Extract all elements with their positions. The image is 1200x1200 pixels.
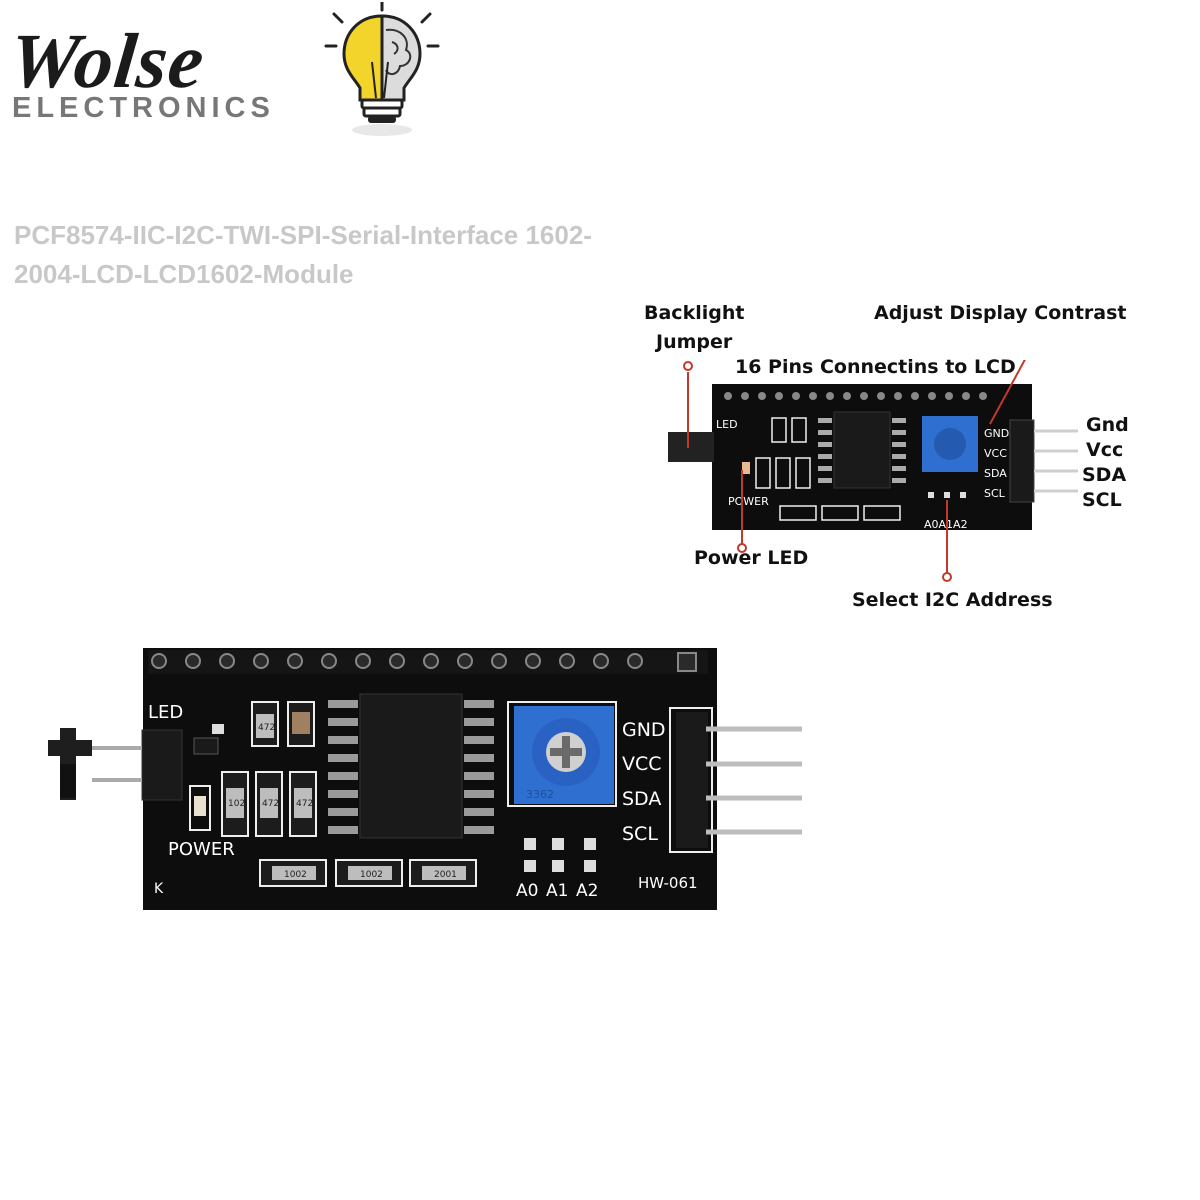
silk-k: K [154, 881, 164, 897]
callout-backlight-line2: Jumper [656, 331, 733, 353]
svg-text:POWER: POWER [728, 495, 769, 508]
callout-power-led: Power LED [694, 547, 809, 569]
callout-adjust-contrast: Adjust Display Contrast [874, 302, 1127, 324]
address-pads [524, 838, 596, 872]
silk-led: LED [148, 702, 183, 723]
pot-marking: 3362 [526, 788, 554, 801]
silk-model: HW-061 [638, 874, 698, 892]
brand-logo-word: Wolse [5, 17, 209, 104]
lightbulb-brain-icon [324, 2, 440, 136]
res-label-2: 102 [228, 799, 245, 809]
silk-power: POWER [168, 839, 235, 860]
lcd-header-pins [148, 650, 708, 674]
callout-select-address: Select I2C Address [852, 589, 1053, 611]
svg-text:GND: GND [984, 427, 1009, 440]
large-board: LED POWER K GND VCC SDA SCL A0 A1 A2 HW-… [48, 648, 802, 910]
silk-sda: SDA [622, 788, 661, 810]
i2c-header [669, 707, 802, 853]
power-led [194, 796, 206, 816]
pin-label-gnd: Gnd [1086, 414, 1129, 436]
res-label-5: 1002 [284, 870, 307, 880]
silk-gnd: GND [622, 719, 666, 741]
silk-a1: A1 [546, 881, 568, 901]
res-label-7: 2001 [434, 870, 457, 880]
callout-backlight-line1: Backlight [644, 302, 745, 324]
silk-scl: SCL [622, 823, 658, 845]
pin-label-scl: SCL [1082, 489, 1122, 511]
brand-logo-subtitle: ELECTRONICS [12, 92, 275, 124]
svg-text:SDA: SDA [984, 467, 1007, 480]
backlight-jumper [48, 728, 183, 801]
res-label-1: 472 [258, 723, 275, 733]
small-jumper [668, 432, 714, 462]
svg-text:SCL: SCL [984, 487, 1006, 500]
pcf8574-chip [328, 693, 494, 839]
small-board-diagram: LED POWER GND VCC SDA SCL A0A1A2 [668, 360, 1078, 582]
res-label-3: 472 [262, 799, 279, 809]
svg-text:A0A1A2: A0A1A2 [924, 518, 968, 531]
pin-label-sda: SDA [1082, 464, 1127, 486]
silk-a2: A2 [576, 881, 598, 901]
silk-vcc: VCC [622, 753, 662, 775]
svg-text:LED: LED [716, 418, 738, 431]
res-label-4: 472 [296, 799, 313, 809]
small-header-pins [724, 392, 987, 400]
product-title: PCF8574-IIC-I2C-TWI-SPI-Serial-Interface… [14, 220, 592, 289]
res-label-6: 1002 [360, 870, 383, 880]
contrast-potentiometer [507, 701, 617, 807]
pin-label-vcc: Vcc [1086, 439, 1124, 461]
silk-a0: A0 [516, 881, 538, 901]
callout-lcd-pins: 16 Pins Connectins to LCD [735, 356, 1016, 378]
callout-leader-lines [687, 360, 1026, 574]
svg-text:VCC: VCC [984, 447, 1007, 460]
